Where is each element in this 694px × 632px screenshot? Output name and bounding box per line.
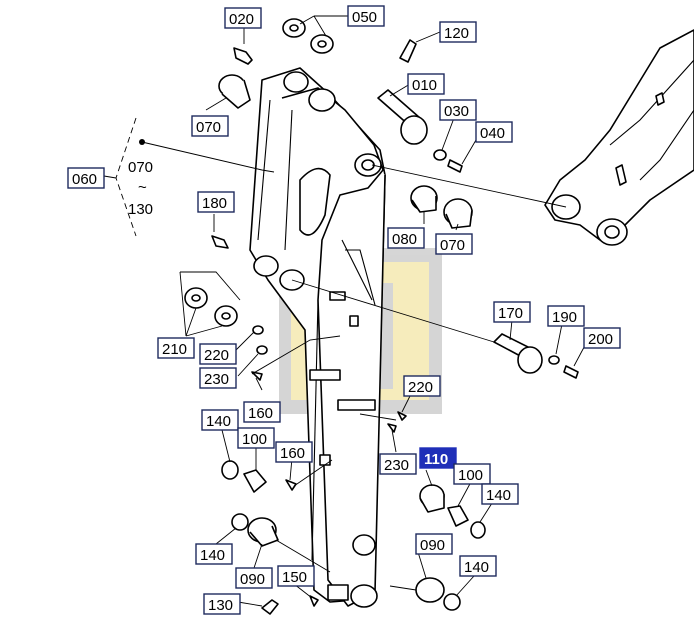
boom-section bbox=[544, 29, 694, 246]
svg-text:070: 070 bbox=[196, 119, 221, 136]
label-010[interactable]: 010 bbox=[407, 73, 445, 95]
label-050[interactable]: 050 bbox=[347, 5, 385, 27]
svg-text:050: 050 bbox=[352, 9, 377, 26]
label-070-right[interactable]: 070 bbox=[435, 233, 473, 255]
range-symbol: ~ bbox=[138, 179, 147, 196]
svg-text:020: 020 bbox=[229, 11, 254, 28]
svg-text:140: 140 bbox=[206, 413, 231, 430]
range-from: 070 bbox=[128, 159, 153, 176]
svg-text:040: 040 bbox=[480, 125, 505, 142]
svg-text:230: 230 bbox=[384, 457, 409, 474]
svg-text:190: 190 bbox=[552, 309, 577, 326]
label-020[interactable]: 020 bbox=[224, 7, 262, 29]
label-230-left[interactable]: 230 bbox=[199, 367, 237, 389]
leader-lines bbox=[141, 15, 591, 607]
label-100-right[interactable]: 100 bbox=[453, 463, 491, 485]
svg-text:030: 030 bbox=[444, 103, 469, 120]
label-060[interactable]: 060 bbox=[67, 167, 105, 189]
label-100-left[interactable]: 100 bbox=[237, 427, 275, 449]
svg-text:080: 080 bbox=[392, 231, 417, 248]
label-040[interactable]: 040 bbox=[475, 121, 513, 143]
svg-text:100: 100 bbox=[242, 431, 267, 448]
svg-text:150: 150 bbox=[282, 569, 307, 586]
label-120[interactable]: 120 bbox=[439, 21, 477, 43]
svg-text:220: 220 bbox=[408, 379, 433, 396]
label-140-lower-left[interactable]: 140 bbox=[195, 543, 233, 565]
svg-text:170: 170 bbox=[498, 305, 523, 322]
svg-text:090: 090 bbox=[240, 571, 265, 588]
label-170[interactable]: 170 bbox=[493, 301, 531, 323]
range-to: 130 bbox=[128, 201, 153, 218]
svg-text:140: 140 bbox=[464, 559, 489, 576]
label-160-top[interactable]: 160 bbox=[243, 401, 281, 423]
svg-text:230: 230 bbox=[204, 371, 229, 388]
label-070-left[interactable]: 070 bbox=[191, 115, 229, 137]
svg-text:070: 070 bbox=[440, 237, 465, 254]
svg-text:140: 140 bbox=[200, 547, 225, 564]
label-200[interactable]: 200 bbox=[583, 327, 621, 349]
svg-text:100: 100 bbox=[458, 467, 483, 484]
range-bracket-060: 070 ~ 130 bbox=[103, 117, 153, 237]
svg-text:160: 160 bbox=[280, 445, 305, 462]
loose-parts bbox=[184, 18, 579, 615]
label-110[interactable]: 110 bbox=[419, 447, 457, 469]
label-160-bottom[interactable]: 160 bbox=[275, 441, 313, 463]
label-210[interactable]: 210 bbox=[157, 337, 195, 359]
label-180[interactable]: 180 bbox=[197, 191, 235, 213]
label-090-left[interactable]: 090 bbox=[235, 567, 273, 589]
label-130[interactable]: 130 bbox=[203, 593, 241, 615]
svg-text:140: 140 bbox=[486, 487, 511, 504]
label-140-left[interactable]: 140 bbox=[201, 409, 239, 431]
label-230-right[interactable]: 230 bbox=[379, 453, 417, 475]
svg-text:060: 060 bbox=[72, 171, 97, 188]
label-090-right[interactable]: 090 bbox=[415, 533, 453, 555]
label-080[interactable]: 080 bbox=[387, 227, 425, 249]
svg-text:010: 010 bbox=[412, 77, 437, 94]
callout-labels: 020 050 120 010 030 040 070 060 180 080 … bbox=[67, 5, 621, 615]
svg-text:110: 110 bbox=[424, 451, 448, 468]
label-220-right[interactable]: 220 bbox=[403, 375, 441, 397]
svg-text:210: 210 bbox=[162, 341, 187, 358]
label-030[interactable]: 030 bbox=[439, 99, 477, 121]
label-190[interactable]: 190 bbox=[547, 305, 585, 327]
label-220-left[interactable]: 220 bbox=[199, 343, 237, 365]
label-140-lower-right[interactable]: 140 bbox=[459, 555, 497, 577]
label-150[interactable]: 150 bbox=[277, 565, 315, 587]
arm-body bbox=[249, 67, 386, 608]
svg-text:220: 220 bbox=[204, 347, 229, 364]
label-140-right[interactable]: 140 bbox=[481, 483, 519, 505]
svg-text:120: 120 bbox=[444, 25, 469, 42]
svg-text:180: 180 bbox=[202, 195, 227, 212]
svg-text:160: 160 bbox=[248, 405, 273, 422]
svg-text:200: 200 bbox=[588, 331, 613, 348]
svg-text:090: 090 bbox=[420, 537, 445, 554]
svg-text:130: 130 bbox=[208, 597, 233, 614]
